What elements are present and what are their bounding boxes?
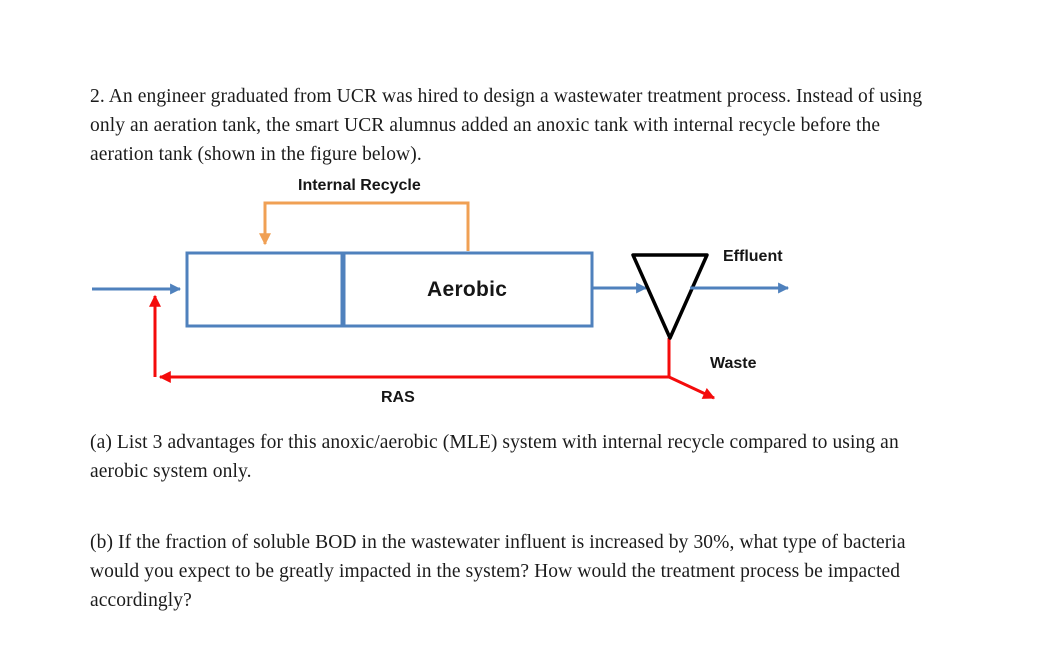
intro-line-2: only an aeration tank, the smart UCR alu… — [90, 115, 881, 136]
effluent-label: Effluent — [723, 248, 783, 265]
clarifier-triangle — [631, 253, 709, 340]
question-a-paragraph: (a) List 3 advantages for this anoxic/ae… — [90, 428, 980, 486]
intro-line-3: aeration tank (shown in the figure below… — [90, 144, 422, 165]
aerobic-tank-label: Aerobic — [427, 278, 508, 301]
waste-label: Waste — [710, 355, 757, 372]
waste-arrow — [668, 375, 716, 400]
ras-label: RAS — [381, 389, 415, 406]
question-b-paragraph: (b) If the fraction of soluble BOD in th… — [90, 528, 980, 615]
question-a-line-2: aerobic system only. — [90, 461, 252, 482]
question-b-line-1: (b) If the fraction of soluble BOD in th… — [90, 532, 906, 553]
question-b-line-2: would you expect to be greatly impacted … — [90, 561, 901, 582]
question-intro-paragraph: 2. An engineer graduated from UCR was hi… — [90, 82, 980, 169]
tank-outline — [185, 251, 594, 328]
internal-recycle-label: Internal Recycle — [298, 177, 421, 194]
question-b-line-3: accordingly? — [90, 590, 192, 611]
internal-recycle-pipe — [259, 201, 470, 251]
question-a-line-1: (a) List 3 advantages for this anoxic/ae… — [90, 432, 899, 453]
intro-line-1: 2. An engineer graduated from UCR was hi… — [90, 86, 923, 107]
